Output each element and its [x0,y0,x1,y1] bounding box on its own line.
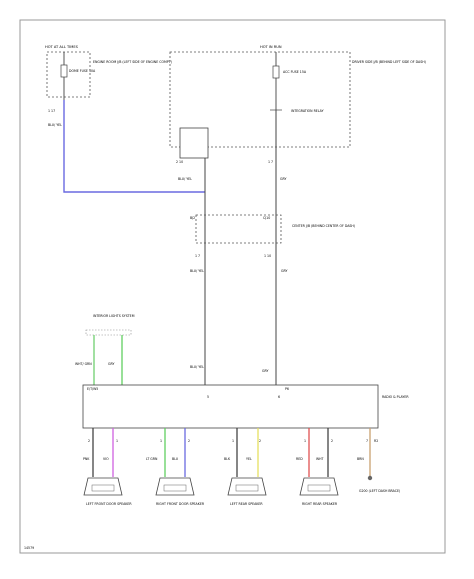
ground-label: G200 (LEFT DASH BRACE) [359,489,400,493]
center-jb-conn-left: BJ2 [190,216,195,220]
lights-wire-2: GRY [108,362,114,366]
rr-cone-icon [307,484,331,492]
center-jb-wire-left: BLU/ YEL [190,269,204,273]
center-jb-conn-right: CJ10 [263,216,270,220]
ground-g200: 7 R2 BRN G200 (LEFT DASH BRACE) [357,439,400,493]
lf-pin-1: 2 [88,439,90,443]
dome-fuse-icon [60,64,68,78]
center-jb-pin-right: 1 10 [264,254,271,258]
right-rear-speaker: 1 2 RED WHT RIGHT REAR SPEAKER [296,439,339,506]
speaker-wires [92,428,371,477]
dome-fuse-label: DOME FUSE 10A [69,69,96,73]
rr-pin-1: 1 [304,439,306,443]
lf-cone-icon [91,484,115,492]
left-front-speaker: 2 1 PNK VIO LEFT FRONT DOOR SPEAKER [83,439,132,506]
ground-conn: R2 [374,439,378,443]
driver-side-jb: HOT IN RUN ACC FUSE 15A DRIVER SIDE J/B … [169,45,426,215]
lr-pin-1: 1 [232,439,234,443]
relay-coil-box [179,127,209,159]
lf-pin-2: 1 [116,439,118,443]
right-rear-speaker-icon [299,477,339,496]
lf-wire-1: PNK [83,457,90,461]
radio-pin-right: 6 [278,395,280,399]
right-front-speaker-icon [155,477,195,496]
ground-point-icon [367,475,373,481]
radio-player: E/T/W5 P6 5 6 RADIO & PLAYER [82,384,409,429]
rr-pin-2: 2 [331,439,333,443]
engine-room-wire-label: BLU/ YEL [48,123,62,127]
driver-side-wire-right: GRY [280,177,286,181]
driver-side-pin-right: 1 7 [268,160,273,164]
blu-yel-wire-top [63,100,205,193]
lr-pin-2: 2 [259,439,261,443]
driver-side-jb-box [169,51,351,148]
radio-conn-left: E/T/W5 [87,387,98,391]
engine-room-pin: 1 17 [48,109,55,113]
left-rear-speaker-icon [227,477,267,496]
hot-in-run-label: HOT IN RUN [260,45,282,49]
rf-pin-2: 2 [188,439,190,443]
player-wire-left: BLU/ YEL [190,365,204,369]
rf-wire-2: BLU [172,457,179,461]
left-rear-speaker: 1 2 BLK YEL LEFT REAR SPEAKER [224,439,267,506]
hot-at-all-times-label: HOT AT ALL TIMES [45,45,79,49]
rf-cone-icon [163,484,187,492]
center-jb-box [195,214,282,244]
ground-wire: BRN [357,457,364,461]
left-front-speaker-label: LEFT FRONT DOOR SPEAKER [86,502,132,506]
radio-conn-right: P6 [285,387,289,391]
rr-wire-1: RED [296,457,303,461]
driver-side-pin-left: 2 10 [176,160,183,164]
lr-wire-2: YEL [246,457,252,461]
lights-wire-1: WHT/ GRN [75,362,92,366]
center-jb-wire-right: GRY [281,269,287,273]
center-jb: BJ2 CJ10 CENTER J/B (BEHIND CENTER OF DA… [190,214,355,385]
engine-room-jb-box [46,51,91,98]
engine-room-jb: HOT AT ALL TIMES DOME FUSE 10A ENGINE RO… [45,45,172,127]
engine-room-jb-note: ENGINE ROOM J/B (LEFT SIDE OF ENGINE COM… [93,60,172,64]
diagram-frame [19,19,446,554]
right-front-speaker-label: RIGHT FRONT DOOR SPEAKER [156,502,205,506]
interior-lights-label: INTERIOR LIGHTS SYSTEM [93,314,135,318]
left-rear-speaker-label: LEFT REAR SPEAKER [230,502,263,506]
interior-lights-box [85,329,132,336]
driver-side-jb-note: DRIVER SIDE J/B (BEHIND LEFT SIDE OF DAS… [352,60,426,64]
radio-player-label: RADIO & PLAYER [382,395,409,399]
player-wire-right: GRY [262,369,268,373]
interior-lights: INTERIOR LIGHTS SYSTEM WHT/ GRN GRY [75,314,135,385]
right-front-speaker: 1 2 LT GRN BLU RIGHT FRONT DOOR SPEAKER [146,439,205,506]
integration-relay-label: INTEGRATION RELAY [291,109,324,113]
acc-fuse-label: ACC FUSE 15A [283,70,307,74]
ground-pin: 7 [366,439,368,443]
center-jb-pin-left: 1 7 [195,254,200,258]
acc-fuse-icon [272,65,280,79]
center-jb-note: CENTER J/B (BEHIND CENTER OF DASH) [292,224,355,228]
lr-cone-icon [235,484,259,492]
diagram-footer-code: 14579 [24,546,34,550]
left-front-speaker-icon [83,477,123,496]
rf-wire-1: LT GRN [146,457,158,461]
right-rear-speaker-label: RIGHT REAR SPEAKER [302,502,338,506]
lr-wire-1: BLK [224,457,231,461]
radio-player-box [82,384,379,429]
rf-pin-1: 1 [160,439,162,443]
radio-pin-left: 5 [207,395,209,399]
driver-side-wire-left: BLU/ YEL [178,177,192,181]
lf-wire-2: VIO [103,457,109,461]
rr-wire-2: WHT [316,457,324,461]
